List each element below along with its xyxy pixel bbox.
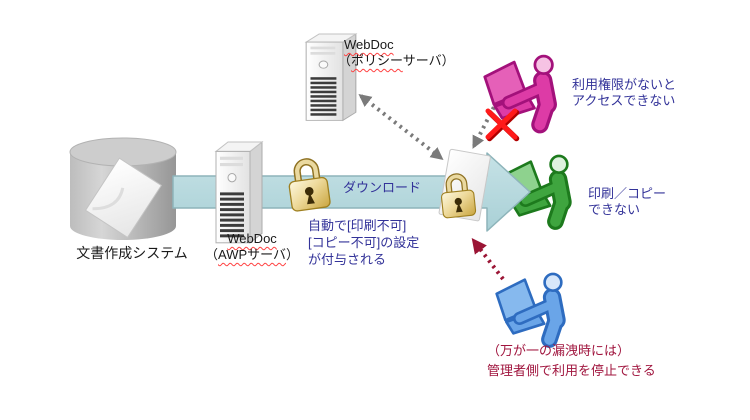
recipient-user-note: 印刷／コピー できない <box>588 186 667 217</box>
unauthorized-user-note: 利用権限がないと アクセスできない <box>572 77 677 108</box>
awp-server-name: WebDoc <box>227 231 277 246</box>
dotted-arrow-admin <box>471 237 505 281</box>
person-laptop-icon-blue <box>496 273 562 340</box>
dotted-arrow-denied <box>472 100 499 149</box>
auto-setting-note: 自動で[印刷不可] [コピー不可]の設定 が付与される <box>308 218 420 267</box>
database-cylinder-icon <box>69 137 177 240</box>
policy-server-name: WebDoc <box>344 37 394 52</box>
policy-server-label: WebDoc （ポリシーサーバ） <box>338 37 455 69</box>
awp-server-label: WebDoc （AWPサーバ） <box>200 231 304 263</box>
policy-server-subtitle: （ポリシーサーバ） <box>338 53 455 68</box>
x-mark-icon <box>485 108 520 142</box>
administrator-note: （万が一の漏洩時には） 管理者側で利用を停止できる <box>487 343 656 378</box>
awp-server-subtitle: （AWPサーバ） <box>204 247 300 262</box>
padlock-icon-large <box>286 159 331 211</box>
locked-document-icon <box>439 148 491 222</box>
document-icon <box>84 157 162 239</box>
download-label: ダウンロード <box>343 180 422 195</box>
server-tower-icon-awp <box>215 141 263 244</box>
doc-system-label: 文書作成システム <box>76 245 188 261</box>
dotted-arrow-policy <box>358 94 444 160</box>
